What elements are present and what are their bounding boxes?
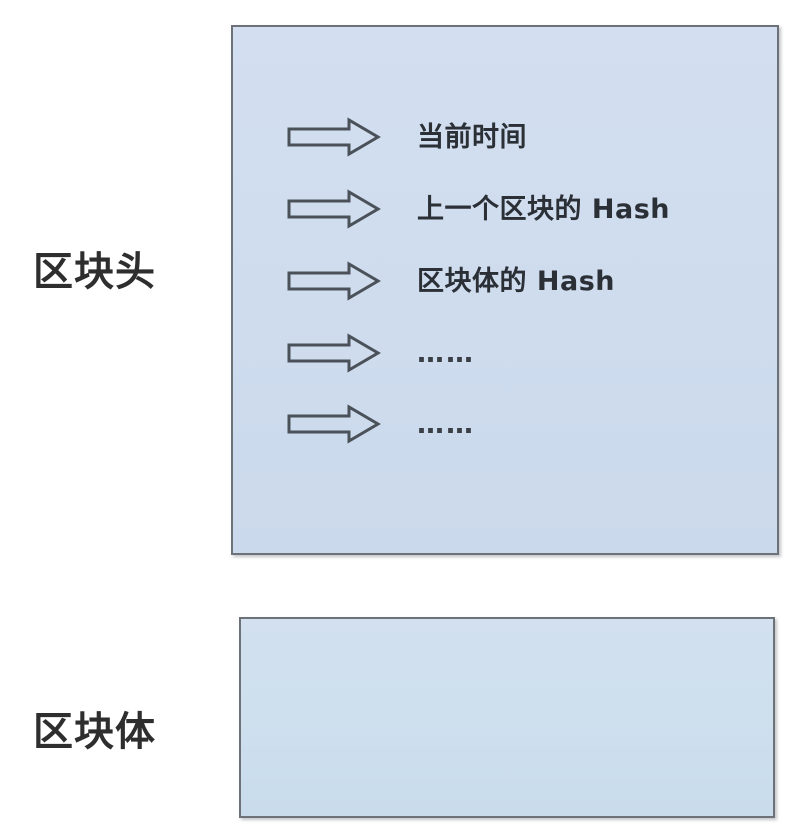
header-field-row: …… [287, 333, 475, 373]
header-field-row: …… [287, 404, 475, 444]
block-arrow-right-icon [287, 189, 381, 229]
header-field-row: 当前时间 [287, 117, 527, 157]
section-label-block-header: 区块头 [33, 249, 156, 295]
block-header-box: 当前时间 上一个区块的 Hash 区块体的 Hash [231, 25, 779, 555]
block-arrow-right-icon [287, 404, 381, 444]
header-field-label: 上一个区块的 Hash [417, 193, 671, 225]
block-arrow-right-icon [287, 261, 381, 301]
header-field-row: 区块体的 Hash [287, 261, 615, 301]
block-arrow-right-icon [287, 117, 381, 157]
header-field-label: 区块体的 Hash [417, 265, 616, 297]
header-field-label: 当前时间 [417, 121, 527, 153]
header-field-row: 上一个区块的 Hash [287, 189, 670, 229]
header-field-label: …… [417, 337, 475, 369]
block-arrow-right-icon [287, 333, 381, 373]
header-field-label: …… [417, 408, 475, 440]
block-body-box [239, 617, 775, 818]
section-label-block-body: 区块体 [33, 709, 156, 755]
